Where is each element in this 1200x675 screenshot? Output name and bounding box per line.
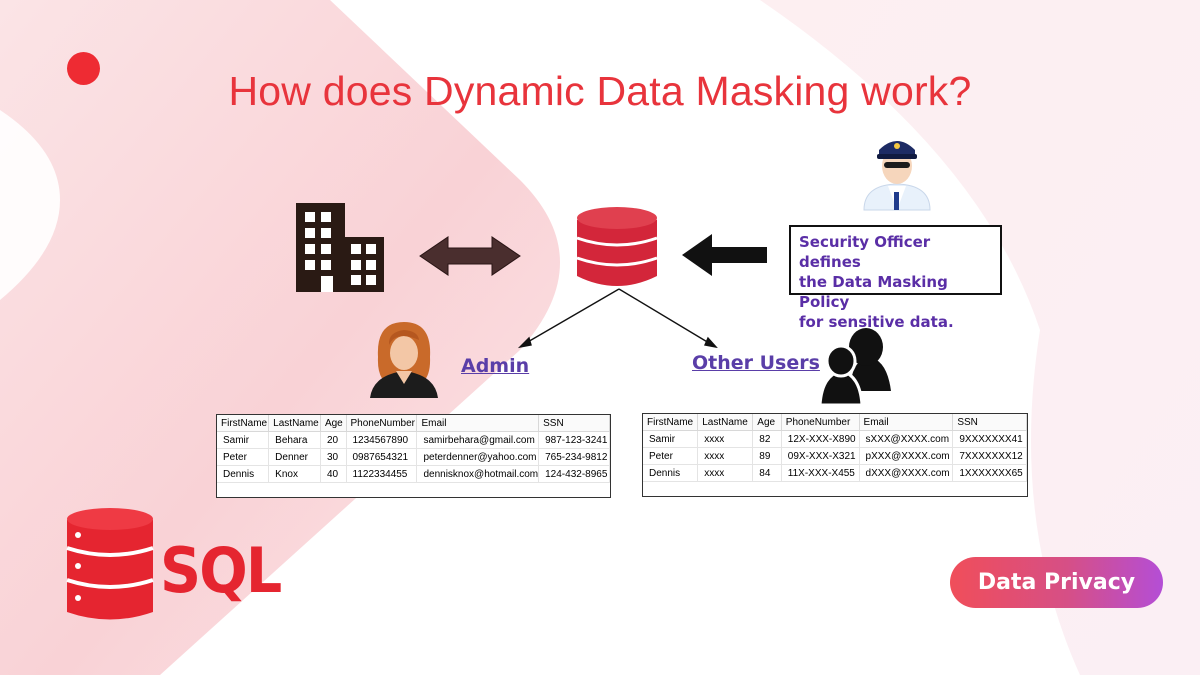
table-cell: Behara bbox=[268, 431, 321, 449]
users-group-icon bbox=[818, 328, 891, 407]
table-cell: 9XXXXXXX41 bbox=[952, 430, 1027, 448]
page-title: How does Dynamic Data Masking work? bbox=[228, 68, 972, 114]
table-cell: Peter bbox=[643, 447, 699, 465]
table-cell: dXXX@XXXX.com bbox=[859, 464, 954, 482]
policy-line-3: for sensitive data. bbox=[799, 313, 954, 331]
policy-line-2: the Data Masking Policy bbox=[799, 273, 948, 311]
table-cell: Denner bbox=[268, 448, 321, 466]
table-cell: 20 bbox=[320, 431, 347, 449]
sql-database-icon bbox=[66, 508, 154, 620]
table-cell: Knox bbox=[268, 465, 321, 483]
column-header: FirstName bbox=[643, 414, 699, 431]
table-cell: 84 bbox=[752, 464, 782, 482]
table-cell: Peter bbox=[217, 448, 270, 466]
table-cell: 1XXXXXXX65 bbox=[952, 464, 1027, 482]
column-header: Age bbox=[320, 415, 347, 432]
branch-lines bbox=[517, 288, 718, 349]
left-arrow-icon bbox=[682, 234, 767, 276]
column-header: PhoneNumber bbox=[781, 414, 860, 431]
table-cell: 11X-XXX-X455 bbox=[781, 464, 860, 482]
security-officer-icon bbox=[863, 141, 931, 211]
column-header: SSN bbox=[952, 414, 1027, 431]
table-cell: 1122334455 bbox=[346, 465, 418, 483]
column-header: FirstName bbox=[217, 415, 270, 432]
table-cell: 30 bbox=[320, 448, 347, 466]
table-cell: 82 bbox=[752, 430, 782, 448]
decorative-dot bbox=[67, 52, 100, 85]
policy-line-1: Security Officer defines bbox=[799, 233, 931, 271]
column-header: Email bbox=[859, 414, 954, 431]
other-users-label: Other Users bbox=[692, 352, 820, 374]
building-icon bbox=[296, 203, 384, 292]
table-cell: 765-234-9812 bbox=[538, 448, 610, 466]
column-header: LastName bbox=[697, 414, 754, 431]
table-cell: 89 bbox=[752, 447, 782, 465]
table-cell: xxxx bbox=[697, 447, 754, 465]
table-cell: Samir bbox=[643, 430, 699, 448]
table-cell: peterdenner@yahoo.com bbox=[416, 448, 540, 466]
table-cell: 1234567890 bbox=[346, 431, 418, 449]
table-cell: sXXX@XXXX.com bbox=[859, 430, 954, 448]
table-cell: 987-123-3241 bbox=[538, 431, 610, 449]
column-header: PhoneNumber bbox=[346, 415, 418, 432]
table-cell: dennisknox@hotmail.com bbox=[416, 465, 540, 483]
admin-label: Admin bbox=[461, 355, 530, 377]
data-privacy-badge[interactable]: Data Privacy bbox=[950, 557, 1163, 608]
database-icon bbox=[576, 207, 658, 286]
column-header: LastName bbox=[268, 415, 321, 432]
sql-logo-text: SQL bbox=[160, 534, 282, 607]
table-cell: Dennis bbox=[217, 465, 270, 483]
column-header: Age bbox=[752, 414, 782, 431]
table-cell: Samir bbox=[217, 431, 270, 449]
table-cell: pXXX@XXXX.com bbox=[859, 447, 954, 465]
column-header: Email bbox=[416, 415, 540, 432]
table-cell: 09X-XXX-X321 bbox=[781, 447, 860, 465]
table-cell: samirbehara@gmail.com bbox=[416, 431, 540, 449]
table-cell: xxxx bbox=[697, 430, 754, 448]
table-cell: 40 bbox=[320, 465, 347, 483]
table-cell: 7XXXXXXX12 bbox=[952, 447, 1027, 465]
table-cell: 124-432-8965 bbox=[538, 465, 610, 483]
table-cell: xxxx bbox=[697, 464, 754, 482]
column-header: SSN bbox=[538, 415, 610, 432]
table-cell: Dennis bbox=[643, 464, 699, 482]
admin-woman-icon bbox=[370, 322, 438, 398]
table-cell: 0987654321 bbox=[346, 448, 418, 466]
double-arrow-icon bbox=[419, 236, 521, 276]
table-cell: 12X-XXX-X890 bbox=[781, 430, 860, 448]
masking-policy-note: Security Officer defines the Data Maskin… bbox=[789, 225, 1002, 331]
